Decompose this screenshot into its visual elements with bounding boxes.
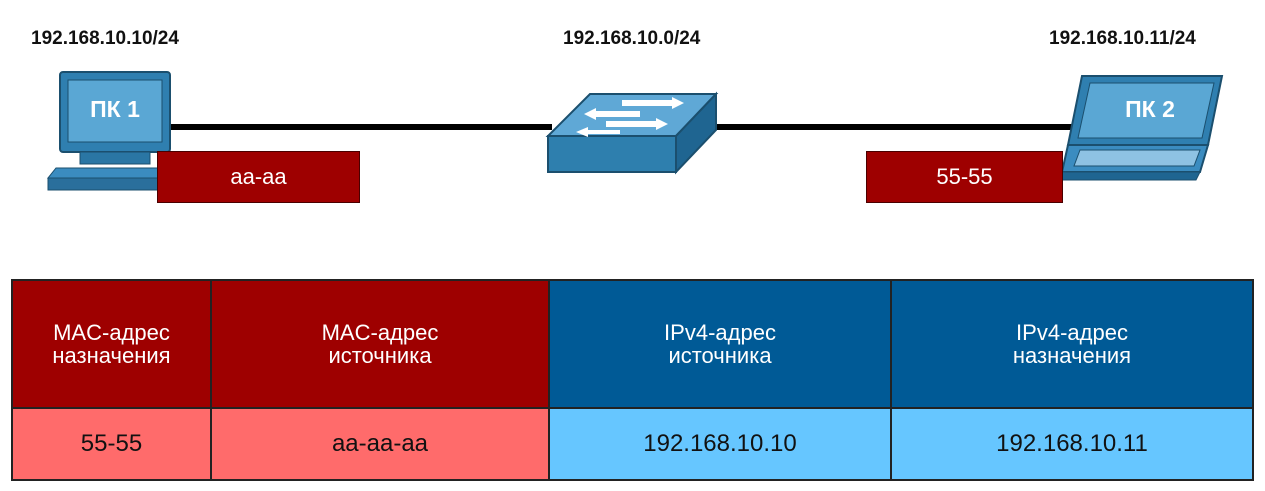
switch-icon xyxy=(545,91,719,175)
dest-mac-header: MAC-адрес назначения xyxy=(11,279,212,409)
pc2-label: ПК 2 xyxy=(1125,96,1175,122)
network-label: 192.168.10.0/24 xyxy=(563,28,701,49)
pc1-ip-label: 192.168.10.10/24 xyxy=(31,28,179,49)
src-mac-value: aa-aa-aa xyxy=(210,407,550,481)
table-row: 55-55 aa-aa-aa 192.168.10.10 192.168.10.… xyxy=(11,407,1254,481)
dest-mac-value: 55-55 xyxy=(11,407,212,481)
pc2-ip-label: 192.168.10.11/24 xyxy=(1049,28,1196,49)
pc1-mac-tag: aa-aa xyxy=(157,151,360,203)
dest-ipv4-header: IPv4-адрес назначения xyxy=(890,279,1254,409)
network-topology: ПК 1 ПК 2 xyxy=(46,71,1224,191)
dest-ipv4-value: 192.168.10.11 xyxy=(890,407,1254,481)
src-mac-header: MAC-адрес источника xyxy=(210,279,550,409)
src-ipv4-value: 192.168.10.10 xyxy=(548,407,892,481)
pc1-label: ПК 1 xyxy=(90,96,140,122)
frame-header-table: MAC-адрес назначения MAC-адрес источника… xyxy=(11,279,1254,481)
pc2-laptop-icon xyxy=(1059,75,1224,181)
src-ipv4-header: IPv4-адрес источника xyxy=(548,279,892,409)
pc1-computer-icon xyxy=(46,71,171,191)
table-header-row: MAC-адрес назначения MAC-адрес источника… xyxy=(11,279,1254,409)
pc2-mac-tag: 55-55 xyxy=(866,151,1063,203)
